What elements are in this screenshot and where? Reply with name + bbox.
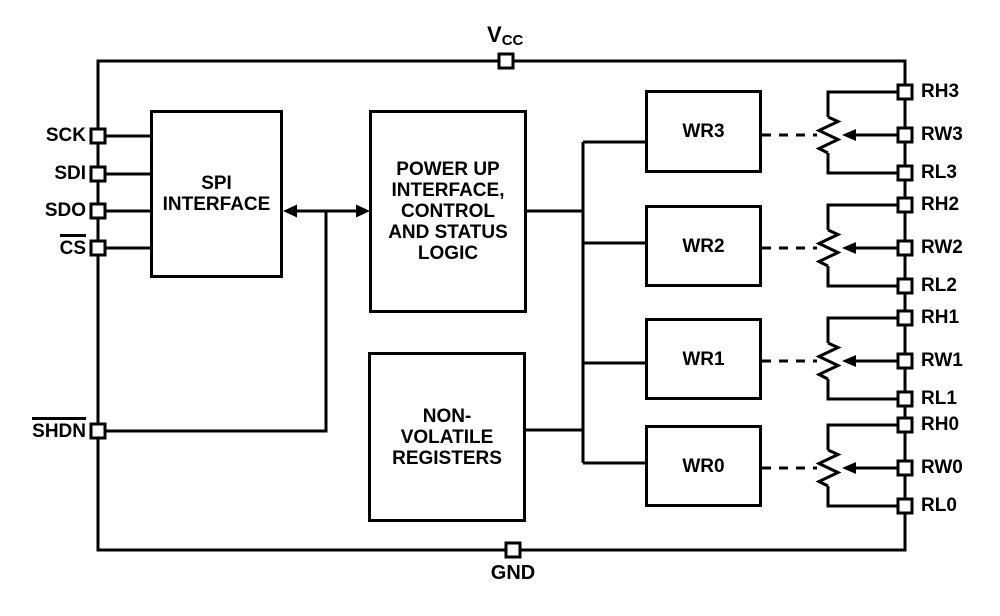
wr3-register-block: WR3 [645, 90, 762, 173]
power-up-control-label: POWER UP INTERFACE, CONTROL AND STATUS L… [388, 159, 508, 264]
potentiometer-3 [760, 90, 900, 175]
shdn-wire [98, 211, 328, 433]
cs-pin-label: CS [0, 234, 86, 260]
wr3-label: WR3 [682, 121, 725, 142]
arrowhead-left-icon [283, 204, 297, 218]
rw0-pin-label: RW0 [921, 457, 963, 478]
nonvolatile-registers-block: NON- VOLATILE REGISTERS [368, 352, 526, 522]
rh0-pin-label: RH0 [921, 414, 960, 435]
rw2-pin-label: RW2 [921, 237, 963, 258]
rh0-pin [896, 416, 914, 434]
wr1-register-block: WR1 [645, 318, 762, 400]
wr2-register-block: WR2 [645, 205, 762, 287]
nonvolatile-registers-label: NON- VOLATILE REGISTERS [392, 405, 502, 469]
rl2-pin [896, 277, 914, 295]
rl3-pin-label: RL3 [921, 162, 957, 183]
rw3-pin [896, 126, 914, 144]
spi-control-bus-arrow [283, 204, 370, 218]
rl0-pin-label: RL0 [921, 495, 957, 516]
vcc-pin-label: VCC [487, 22, 524, 49]
power-up-control-block: POWER UP INTERFACE, CONTROL AND STATUS L… [369, 110, 527, 313]
rw1-pin-label: RW1 [921, 350, 963, 371]
rl1-pin-label: RL1 [921, 388, 957, 409]
rw2-pin [896, 239, 914, 257]
sdo-pin [89, 202, 107, 220]
register-bus [526, 140, 645, 465]
spi-interface-label: SPI INTERFACE [162, 173, 271, 215]
rh2-pin [896, 196, 914, 214]
arrowhead-right-icon [356, 204, 370, 218]
vcc-pin [497, 52, 515, 70]
sdi-pin-label: SDI [54, 163, 86, 184]
rw0-pin [896, 459, 914, 477]
rh3-pin-label: RH3 [921, 81, 960, 102]
potentiometer-2 [760, 203, 900, 288]
wr2-label: WR2 [682, 235, 725, 257]
potentiometer-1 [760, 316, 900, 401]
wr0-label: WR0 [682, 455, 725, 477]
spi-interface-block: SPI INTERFACE [150, 110, 283, 278]
rh3-pin [896, 83, 914, 101]
rw3-pin-label: RW3 [921, 124, 963, 145]
rl1-pin [896, 390, 914, 408]
gnd-pin [504, 541, 522, 559]
shdn-pin-label: SHDN [0, 417, 86, 443]
rh2-pin-label: RH2 [921, 194, 960, 215]
rh1-pin-label: RH1 [921, 307, 960, 328]
rl3-pin [896, 164, 914, 182]
cs-pin [89, 239, 107, 257]
rh1-pin [896, 309, 914, 327]
wr1-label: WR1 [682, 348, 725, 370]
sck-pin-label: SCK [45, 125, 86, 146]
rl2-pin-label: RL2 [921, 275, 957, 296]
sck-pin [89, 127, 107, 145]
rl0-pin [896, 497, 914, 515]
left-pin-wires [98, 134, 328, 433]
sdo-pin-label: SDO [44, 200, 86, 221]
wr0-register-block: WR0 [645, 425, 762, 507]
gnd-pin-label: GND [490, 562, 536, 584]
shdn-pin [89, 422, 107, 440]
sdi-pin [89, 165, 107, 183]
rw1-pin [896, 352, 914, 370]
potentiometer-0 [760, 423, 900, 508]
